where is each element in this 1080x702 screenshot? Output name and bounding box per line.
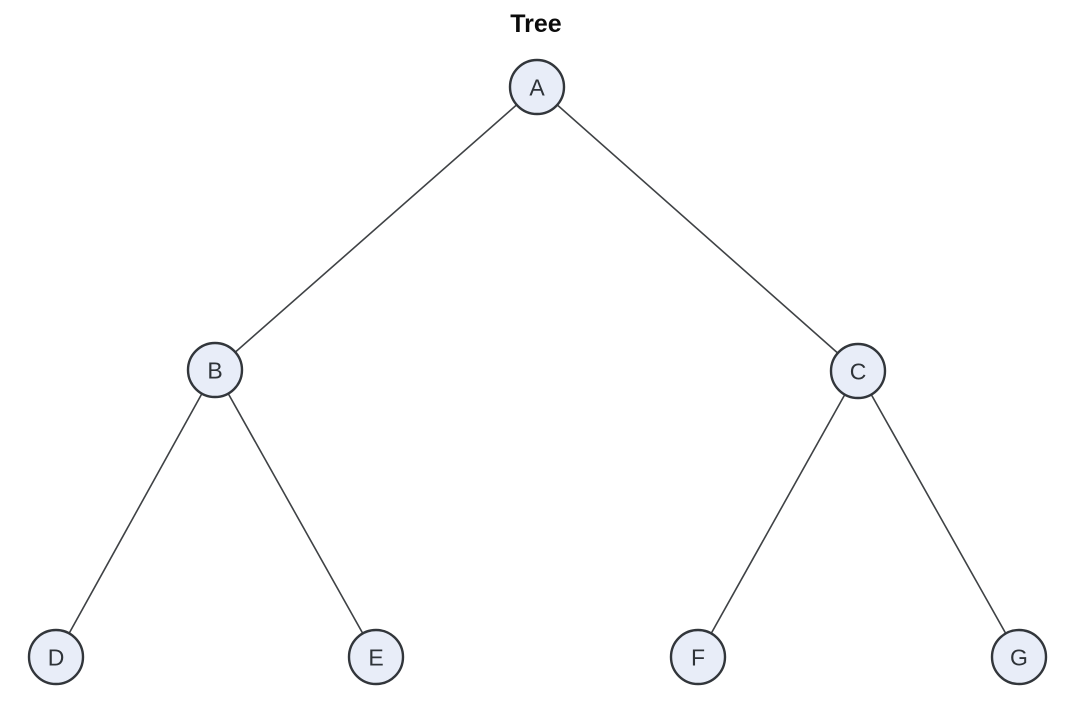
tree-node-circle-C [829, 342, 887, 400]
tree-node-G: G [990, 628, 1048, 686]
nodes-layer: A B C D E F G [27, 58, 1048, 686]
tree-edge-C-G [857, 370, 1020, 658]
tree-node-label-F: F [691, 644, 705, 670]
tree-edge-B-E [214, 369, 377, 658]
tree-node-label-G: G [1010, 644, 1028, 670]
tree-node-circle-F [669, 628, 727, 686]
tree-node-A: A [508, 58, 566, 116]
tree-node-circle-G [990, 628, 1048, 686]
tree-edge-C-F [697, 370, 859, 658]
tree-node-circle-A [508, 58, 566, 116]
tree-node-B: B [186, 341, 244, 399]
tree-node-label-D: D [48, 644, 65, 670]
tree-node-label-A: A [529, 74, 545, 100]
tree-node-circle-E [347, 628, 405, 686]
tree-node-label-B: B [207, 357, 222, 383]
diagram-title: Tree [510, 10, 562, 38]
tree-node-F: F [669, 628, 727, 686]
tree-node-D: D [27, 628, 85, 686]
tree-edge-B-D [55, 369, 216, 658]
tree-edge-A-C [536, 86, 859, 372]
tree-node-label-C: C [850, 358, 867, 384]
tree-node-label-E: E [368, 644, 383, 670]
tree-node-E: E [347, 628, 405, 686]
edges-layer [55, 86, 1020, 658]
tree-node-C: C [829, 342, 887, 400]
tree-node-circle-B [186, 341, 244, 399]
tree-edge-A-B [214, 86, 538, 371]
tree-node-circle-D [27, 628, 85, 686]
